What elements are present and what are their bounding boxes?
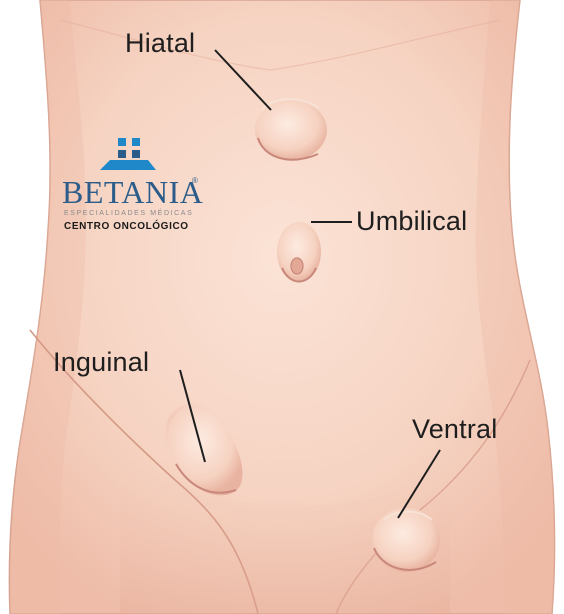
hiatal-leader-line — [214, 49, 272, 111]
left-flank-shade — [10, 0, 86, 614]
rib-line — [59, 19, 501, 71]
ventral-leader-line — [397, 449, 441, 519]
label-inguinal: Inguinal — [53, 347, 150, 377]
label-ventral: Ventral — [412, 414, 498, 444]
logo-subtitle: ESPECIALIDADES MÉDICAS — [64, 210, 194, 217]
umbilical-hernia — [277, 222, 321, 283]
ventral-hernia — [372, 508, 440, 572]
label-umbilical: Umbilical — [356, 206, 468, 236]
betania-logo: BETANIA ® ESPECIALIDADES MÉDICAS CENTRO … — [60, 136, 204, 236]
inguinal-hernia — [166, 404, 243, 496]
logo-registered-mark: ® — [192, 176, 198, 185]
betania-logo-mark-icon — [100, 138, 156, 170]
hiatal-hernia — [255, 98, 327, 161]
right-flank-shade — [475, 0, 555, 614]
inguinal-leader-line — [179, 369, 206, 463]
logo-name: BETANIA — [62, 174, 204, 210]
logo-center-line: CENTRO ONCOLÓGICO — [64, 221, 189, 232]
lower-abdomen-shade — [120, 450, 450, 614]
torso-body — [8, 0, 556, 614]
label-hiatal: Hiatal — [125, 28, 196, 58]
